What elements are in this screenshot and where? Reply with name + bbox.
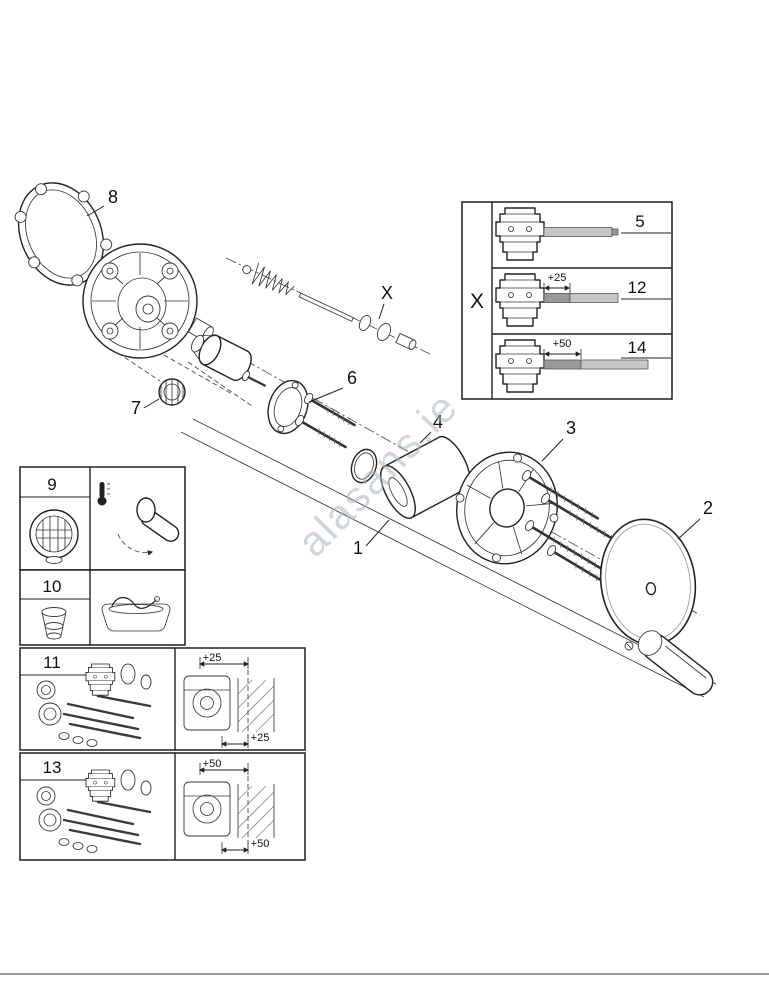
part-adapter-knob	[158, 378, 186, 406]
part-small-screw	[242, 370, 267, 387]
variant-row-5-label: 5	[635, 212, 644, 231]
cartridge-icon	[495, 339, 545, 393]
detail-box-9-label: 9	[47, 475, 56, 494]
part-gasket	[14, 182, 113, 287]
callout-x-label: X	[381, 283, 393, 303]
adapter-icon	[41, 607, 67, 640]
thermometer-icon	[97, 482, 110, 506]
group-leader-lines	[180, 418, 717, 698]
callout-8: 8	[86, 187, 118, 217]
callout-7-label: 7	[131, 398, 141, 418]
callout-3-label: 3	[566, 418, 576, 438]
part-handle-screw	[624, 641, 634, 651]
variant-row-12-dim: +25	[548, 272, 567, 284]
detail-box-10: 10	[19, 569, 186, 646]
part-cartridge	[191, 334, 252, 381]
screw-icon	[292, 412, 350, 454]
part-spindle-extension	[242, 262, 417, 350]
callout-4: 4	[419, 412, 443, 444]
variant-row-14: +50 14	[495, 338, 671, 393]
variant-x-label: X	[470, 290, 484, 313]
part-mounting-ring	[267, 379, 309, 435]
detail-box-13-label: 13	[43, 758, 62, 777]
callout-x: X	[378, 283, 393, 320]
detail-box-11: 11 +25 +25	[19, 647, 306, 751]
variant-row-12-label: 12	[628, 278, 647, 297]
cartridge-icon	[495, 207, 545, 261]
callout-1-label: 1	[353, 538, 363, 558]
part-valve-body	[82, 243, 198, 359]
knob-icon	[29, 509, 79, 564]
lever-icon	[117, 497, 180, 556]
callout-6: 6	[308, 368, 357, 403]
screw-icon	[301, 390, 359, 432]
cartridge-icon	[495, 273, 545, 327]
variant-row-5: 5	[495, 207, 671, 261]
detail-box-11-dim-top: +25	[203, 652, 222, 664]
callout-2-label: 2	[703, 498, 713, 518]
variant-row-14-label: 14	[628, 338, 647, 357]
callout-7: 7	[131, 398, 160, 418]
detail-box-11-dim-bottom: +25	[251, 732, 270, 744]
variant-row-14-dim: +50	[553, 338, 572, 350]
callout-6-label: 6	[347, 368, 357, 388]
part-lever-handle	[637, 630, 714, 696]
detail-box-13: 13 +50 +50	[19, 752, 306, 861]
callout-4-label: 4	[433, 412, 443, 432]
variant-box: X 5 +25 12 +50 14	[461, 201, 673, 400]
bathtub-icon	[101, 596, 171, 632]
variant-row-12: +25 12	[495, 272, 671, 327]
detail-box-9: 9	[19, 466, 186, 571]
detail-box-13-dim-top: +50	[203, 758, 222, 770]
detail-box-10-label: 10	[43, 577, 62, 596]
explode-dash-lines	[117, 346, 253, 407]
part-oring	[350, 448, 378, 484]
detail-box-11-label: 11	[43, 653, 61, 672]
part-sleeve	[380, 435, 471, 519]
callout-3: 3	[541, 418, 576, 462]
callout-8-label: 8	[108, 187, 118, 207]
callout-1: 1	[353, 519, 390, 558]
detail-box-13-dim-bottom: +50	[251, 838, 270, 850]
callout-2: 2	[677, 498, 713, 540]
